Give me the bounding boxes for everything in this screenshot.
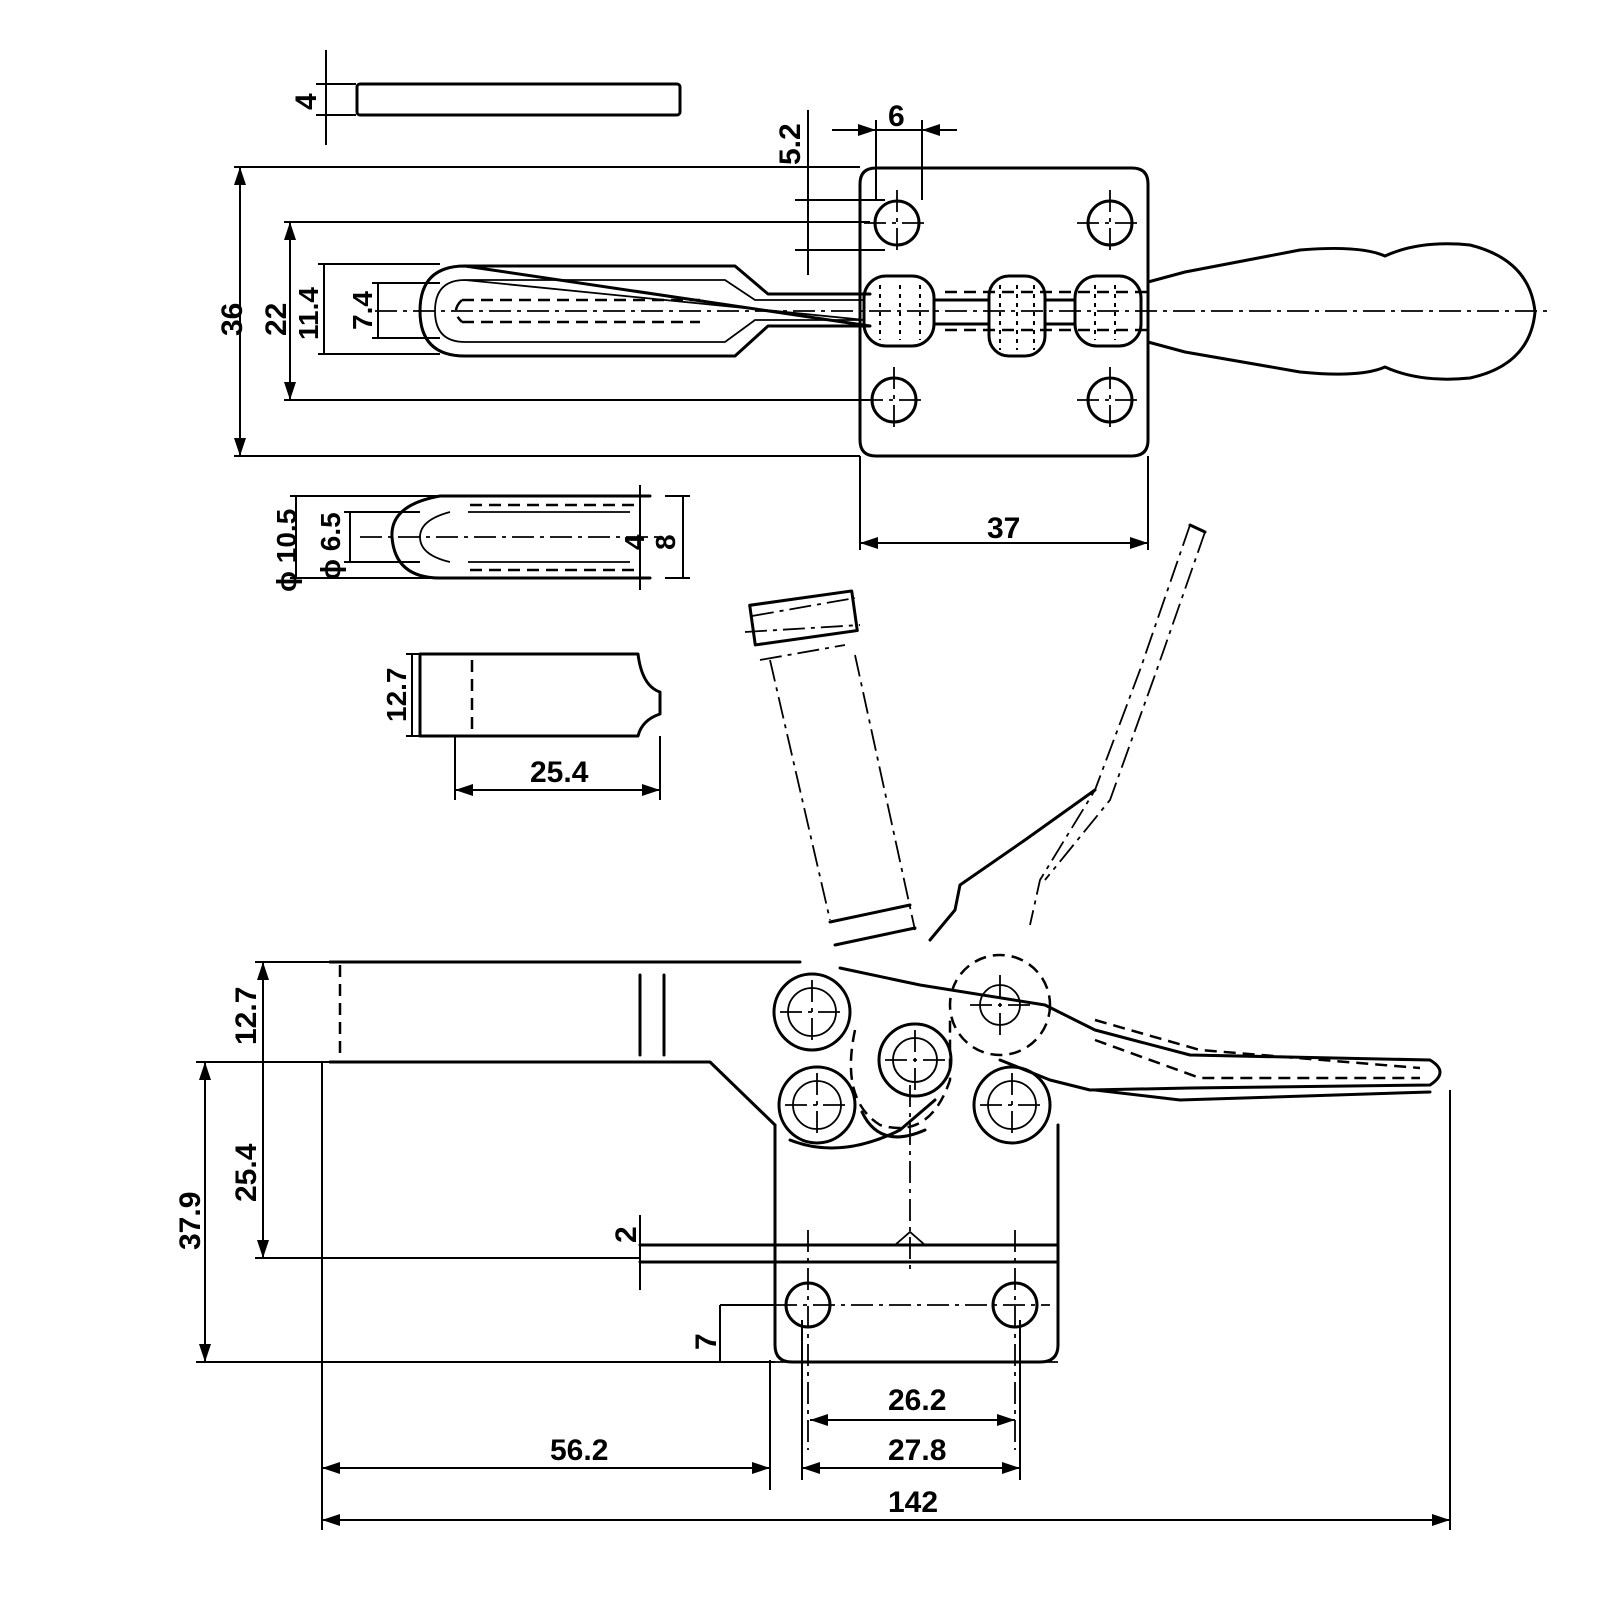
handle-grip-top <box>1146 242 1537 381</box>
dim-spindle-neck: 4 <box>619 534 650 550</box>
dim-arm-reach: 56.2 <box>550 1434 608 1467</box>
dim-hole-to-edge: 7 <box>690 1333 723 1350</box>
base-plate-top <box>858 166 1150 458</box>
dim-spindle-width: 8 <box>650 534 681 550</box>
arm-open-phantom <box>744 597 916 931</box>
arm-tip-outline <box>418 652 662 738</box>
dim-hole-offset: 5.2 <box>774 123 807 165</box>
side-dimension-lines <box>196 961 1451 1530</box>
dim-slot-outer: 11.4 <box>293 287 324 340</box>
dim-hole-pitch-inner: 26.2 <box>888 1384 946 1417</box>
handle-open-phantom <box>1029 524 1206 926</box>
top-dimension-lines <box>234 50 1149 550</box>
strap-bar <box>355 82 682 117</box>
handle-grip-side <box>838 966 1442 1092</box>
top-pivots <box>862 274 1150 358</box>
dim-side-body-height: 25.4 <box>230 1143 263 1202</box>
dim-spindle-outer: ϕ 10.5 <box>271 509 302 592</box>
dim-base-plate-thickness: 2 <box>610 1226 643 1243</box>
dim-slot-inner: 7.4 <box>347 291 378 330</box>
dim-hole-pitch: 22 <box>260 303 293 336</box>
top-view: 4 5.2 6 36 22 11.4 7.4 37 <box>216 50 1550 550</box>
dim-strap-thickness: 4 <box>290 93 323 110</box>
mounting-holes-top <box>861 190 1143 433</box>
dim-side-total-height: 37.9 <box>174 1192 207 1250</box>
dim-base-depth: 37 <box>987 512 1020 545</box>
spindle-detail: ϕ 10.5 ϕ 6.5 4 8 <box>271 485 690 592</box>
linkage-pivots <box>772 953 1052 1150</box>
arm-slot-inner <box>434 279 866 343</box>
dim-spindle-inner: ϕ 6.5 <box>315 512 346 580</box>
dim-side-arm-height: 12.7 <box>230 987 263 1045</box>
dim-hole-diameter: 6 <box>888 100 905 133</box>
arm-tip-detail: 12.7 25.4 <box>381 652 662 800</box>
side-view: 12.7 25.4 37.9 2 7 26.2 27.8 56.2 142 <box>174 523 1451 1530</box>
dim-base-width: 36 <box>216 303 249 336</box>
clamp-arm-side <box>328 960 802 1127</box>
dim-hole-pitch-outer: 27.8 <box>888 1434 946 1467</box>
slot-hidden <box>454 298 700 324</box>
dim-arm-height: 12.7 <box>381 668 412 723</box>
dim-overall-length: 142 <box>888 1486 938 1519</box>
dim-arm-tip-length: 25.4 <box>530 756 589 789</box>
base-plate-side <box>773 1123 1060 1364</box>
